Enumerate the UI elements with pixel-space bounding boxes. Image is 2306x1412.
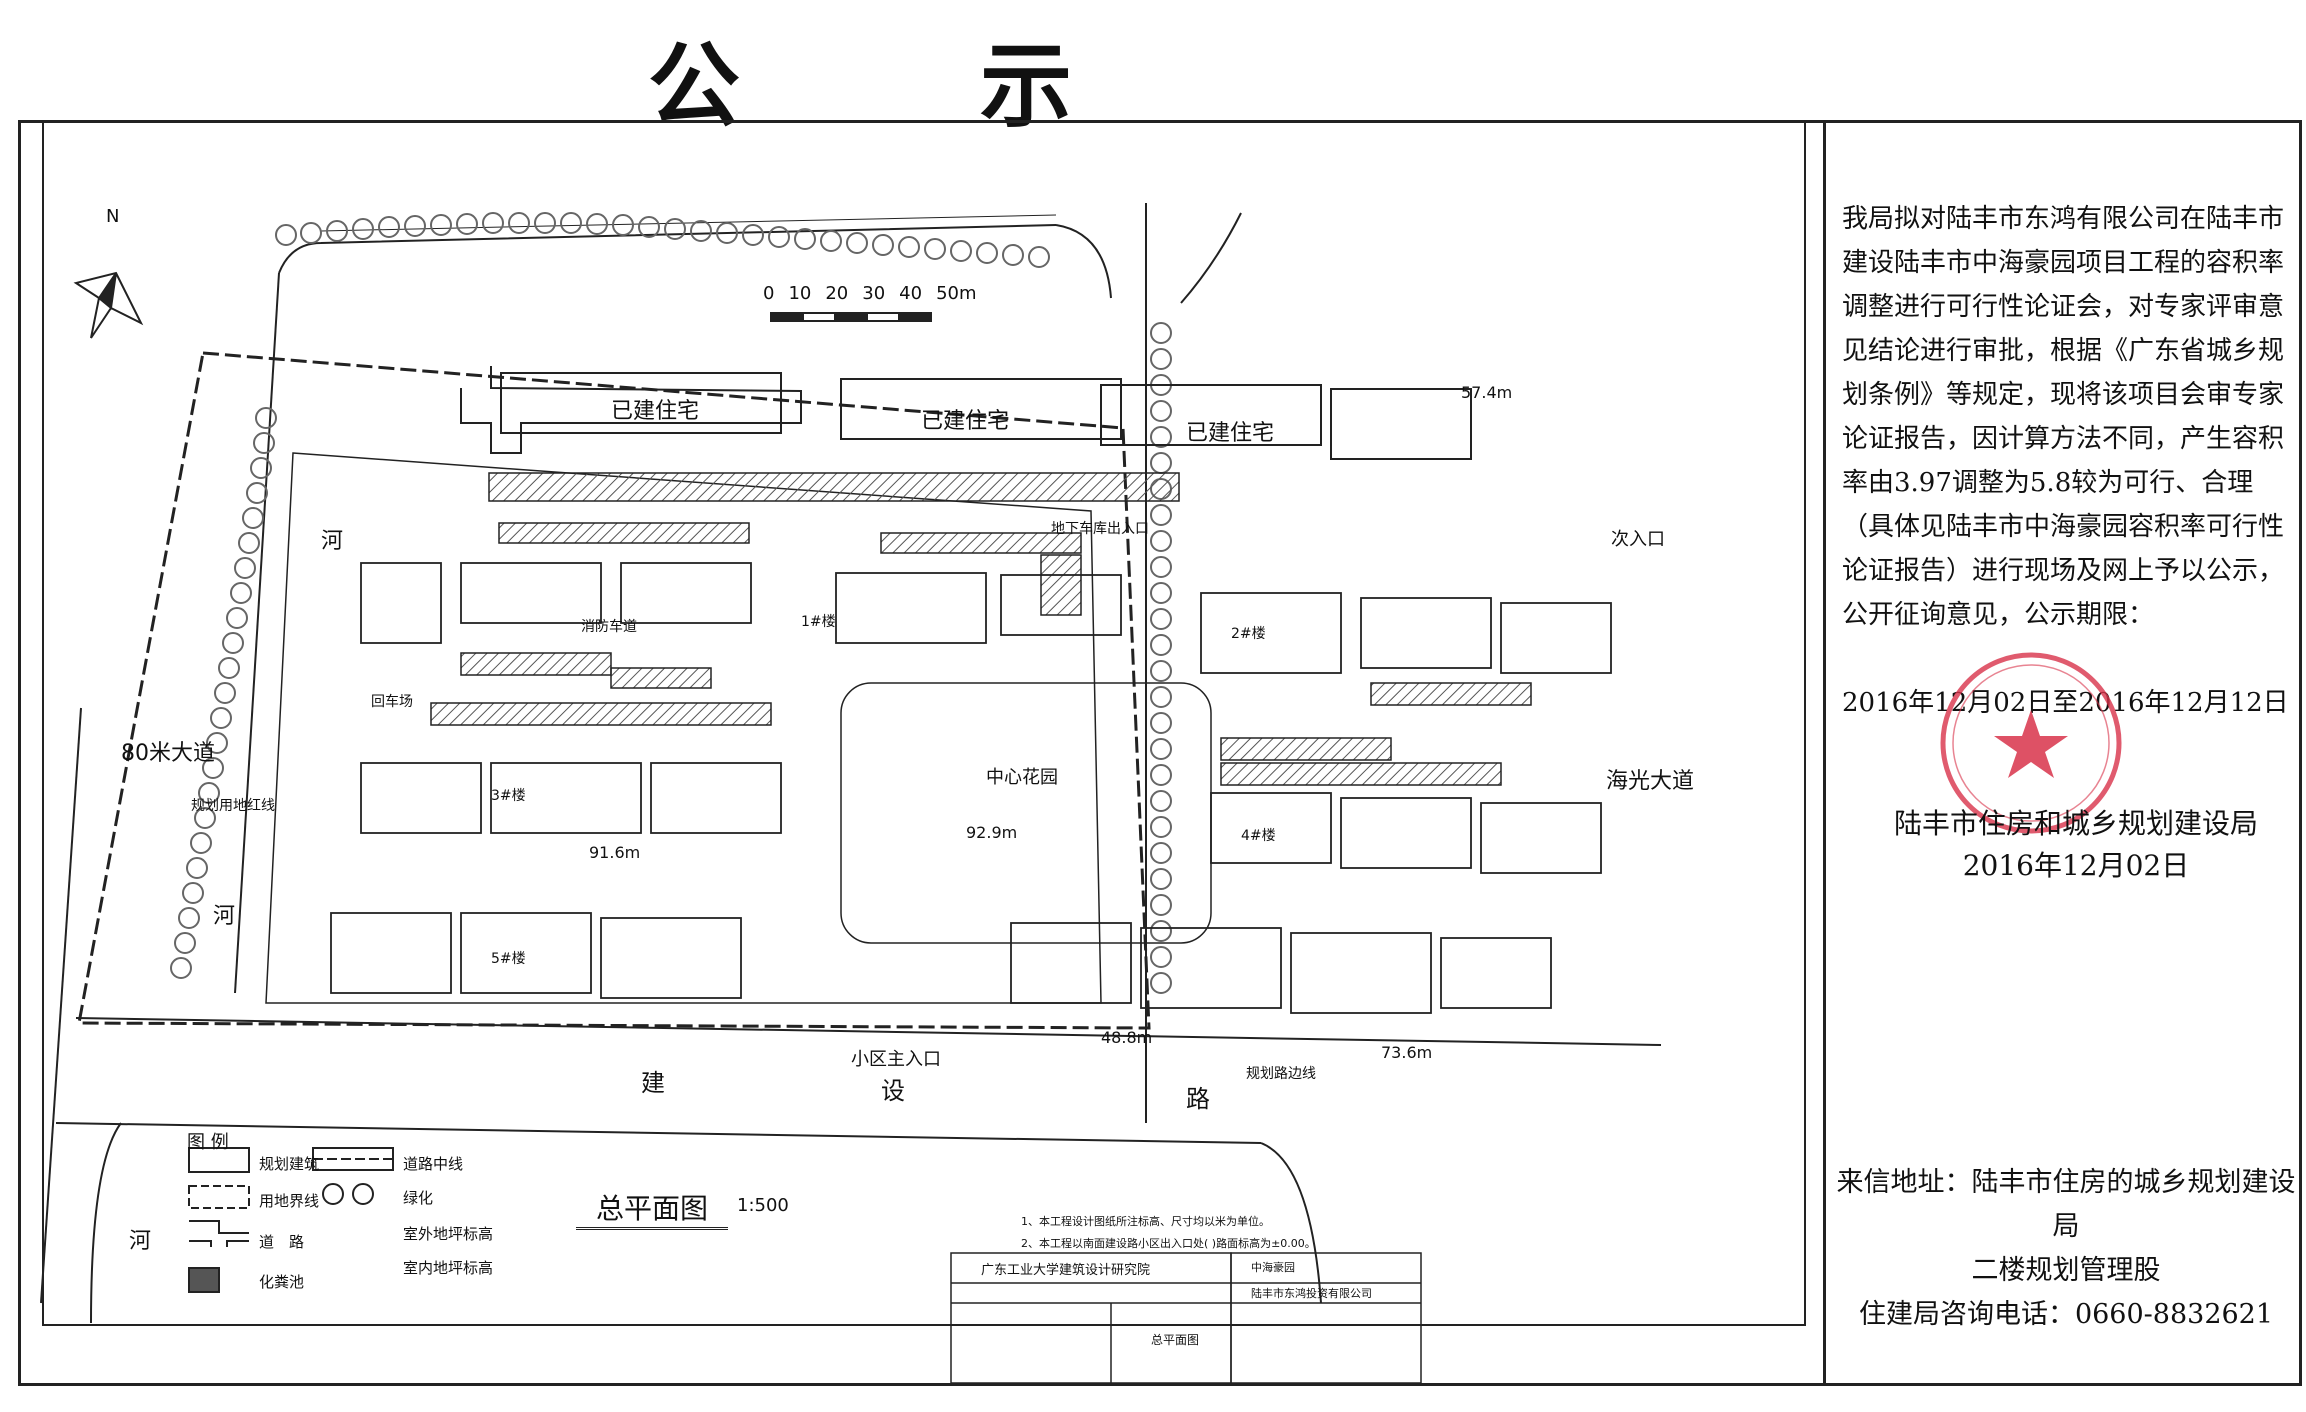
tower-label: 3#楼 [491,788,526,804]
signer-block: 陆丰市住房和城乡规划建设局 2016年12月02日 [1866,803,2286,887]
turnaround-label: 回车场 [371,694,413,710]
legend-item: 化粪池 [259,1273,305,1291]
plan-note: 2、本工程以南面建设路小区出入口处( )路面标高为±0.00。 [1021,1237,1316,1250]
scale-tick: 20 [825,283,849,304]
river-label: 河 [129,1229,152,1254]
south-road-char: 设 [881,1077,905,1105]
dimension-label: 92.9m [966,823,1018,842]
existing-housing-label: 已建住宅 [611,399,700,424]
fire-lane-label: 消防车道 [581,619,637,635]
site-plan-svg [40,98,1806,1384]
contact-address: 来信地址：陆丰市住房的城乡规划建设局 [1836,1167,2296,1242]
legend-item: 道路中线 [403,1155,464,1173]
basement-entrance-label: 地下车库出入口 [1051,521,1149,537]
plan-title: 总平面图 [576,1187,729,1230]
legend-item: 道 路 [259,1233,305,1251]
notice-panel: 我局拟对陆丰市东鸿有限公司在陆丰市建设陆丰市中海豪园项目工程的容积率调整进行可行… [1826,120,2302,1386]
legend-item: 室内地坪标高 [403,1259,494,1277]
tower-label: 4#楼 [1241,828,1276,844]
tower-blocks [330,562,1612,1014]
dimension-label: 48.8m [1101,1028,1153,1047]
center-garden-outline [840,682,1212,944]
scale-tick: 30 [862,283,886,304]
plan-scale: 1:500 [737,1195,789,1216]
north-trees [275,212,1050,268]
west-road-edge [40,707,82,1304]
legend-item: 绿化 [403,1189,434,1207]
legend-title: 图 例 [187,1132,229,1153]
notice-body: 我局拟对陆丰市东鸿有限公司在陆丰市建设陆丰市中海豪园项目工程的容积率调整进行可行… [1842,153,2292,725]
project-name: 中海豪园 [1251,1261,1295,1274]
east-trees [1150,322,1172,994]
secondary-entrance-label: 次入口 [1611,529,1665,550]
client-name: 陆丰市东鸿投资有限公司 [1251,1287,1372,1300]
north-arrow-icon [73,271,144,339]
notice-period: 2016年12月02日至2016年12月12日 [1842,688,2289,718]
tower-label: 2#楼 [1231,626,1266,642]
official-seal-stamp [1940,652,2122,834]
hatched-strips [430,472,1532,786]
river-label: 河 [321,529,344,554]
plan-note: 1、本工程设计图纸所注标高、尺寸均以米为单位。 [1021,1215,1270,1228]
east-road-label: 海光大道 [1606,769,1695,794]
signer-date: 2016年12月02日 [1962,849,2190,882]
scale-bar [770,312,932,322]
tower-label: 1#楼 [801,614,836,630]
existing-buildings [460,366,1472,460]
scale-tick: 0 [763,283,775,304]
notice-text: 我局拟对陆丰市东鸿有限公司在陆丰市建设陆丰市中海豪园项目工程的容积率调整进行可行… [1842,204,2285,630]
notice-title: 公 示 [0,0,2306,140]
center-garden-label: 中心花园 [986,767,1058,788]
contact-address-2: 二楼规划管理股 [1971,1255,2161,1286]
legend-item: 室外地坪标高 [403,1225,494,1243]
dimension-label: 91.6m [589,843,641,862]
dimension-label: 73.6m [1381,1043,1433,1062]
river-label: 河 [213,904,236,929]
scale-tick: 10 [788,283,812,304]
legend-item: 规划建筑 [259,1155,320,1173]
south-road-edge [75,1017,1662,1046]
existing-housing-label: 已建住宅 [1186,421,1275,446]
west-trees [170,407,277,979]
scale-tick: 40 [899,283,923,304]
redline-label: 规划用地红线 [191,798,275,814]
existing-housing-label: 已建住宅 [921,409,1010,434]
scale-bar-labels: 0 10 20 30 40 50m [763,283,977,304]
site-redline [77,351,1151,1030]
tower-label: 5#楼 [491,951,526,967]
road-edge-label: 规划路边线 [1246,1066,1316,1082]
south-road-char: 建 [641,1069,665,1097]
scale-tick: 50m [936,283,977,304]
signer-org: 陆丰市住房和城乡规划建设局 [1893,807,2258,840]
legend-item: 用地界线 [259,1192,320,1210]
south-road-char: 路 [1186,1085,1210,1113]
dimension-label: 57.4m [1461,383,1513,402]
institute-name: 广东工业大学建筑设计研究院 [981,1263,1151,1278]
west-road-label: 80米大道 [121,741,215,766]
site-plan-drawing: N 0 10 20 30 40 50m 已建住宅 已建住宅 已建住宅 80米大道… [18,98,1826,1386]
contact-block: 来信地址：陆丰市住房的城乡规划建设局 二楼规划管理股 住建局咨询电话：0660-… [1836,1161,2296,1337]
legend-symbols [188,1147,394,1293]
contact-phone: 住建局咨询电话：0660-8832621 [1858,1299,2274,1330]
north-label: N [106,206,120,227]
main-entrance-label: 小区主入口 [851,1049,941,1070]
drawing-name: 总平面图 [1151,1333,1200,1347]
north-road [278,224,1057,274]
